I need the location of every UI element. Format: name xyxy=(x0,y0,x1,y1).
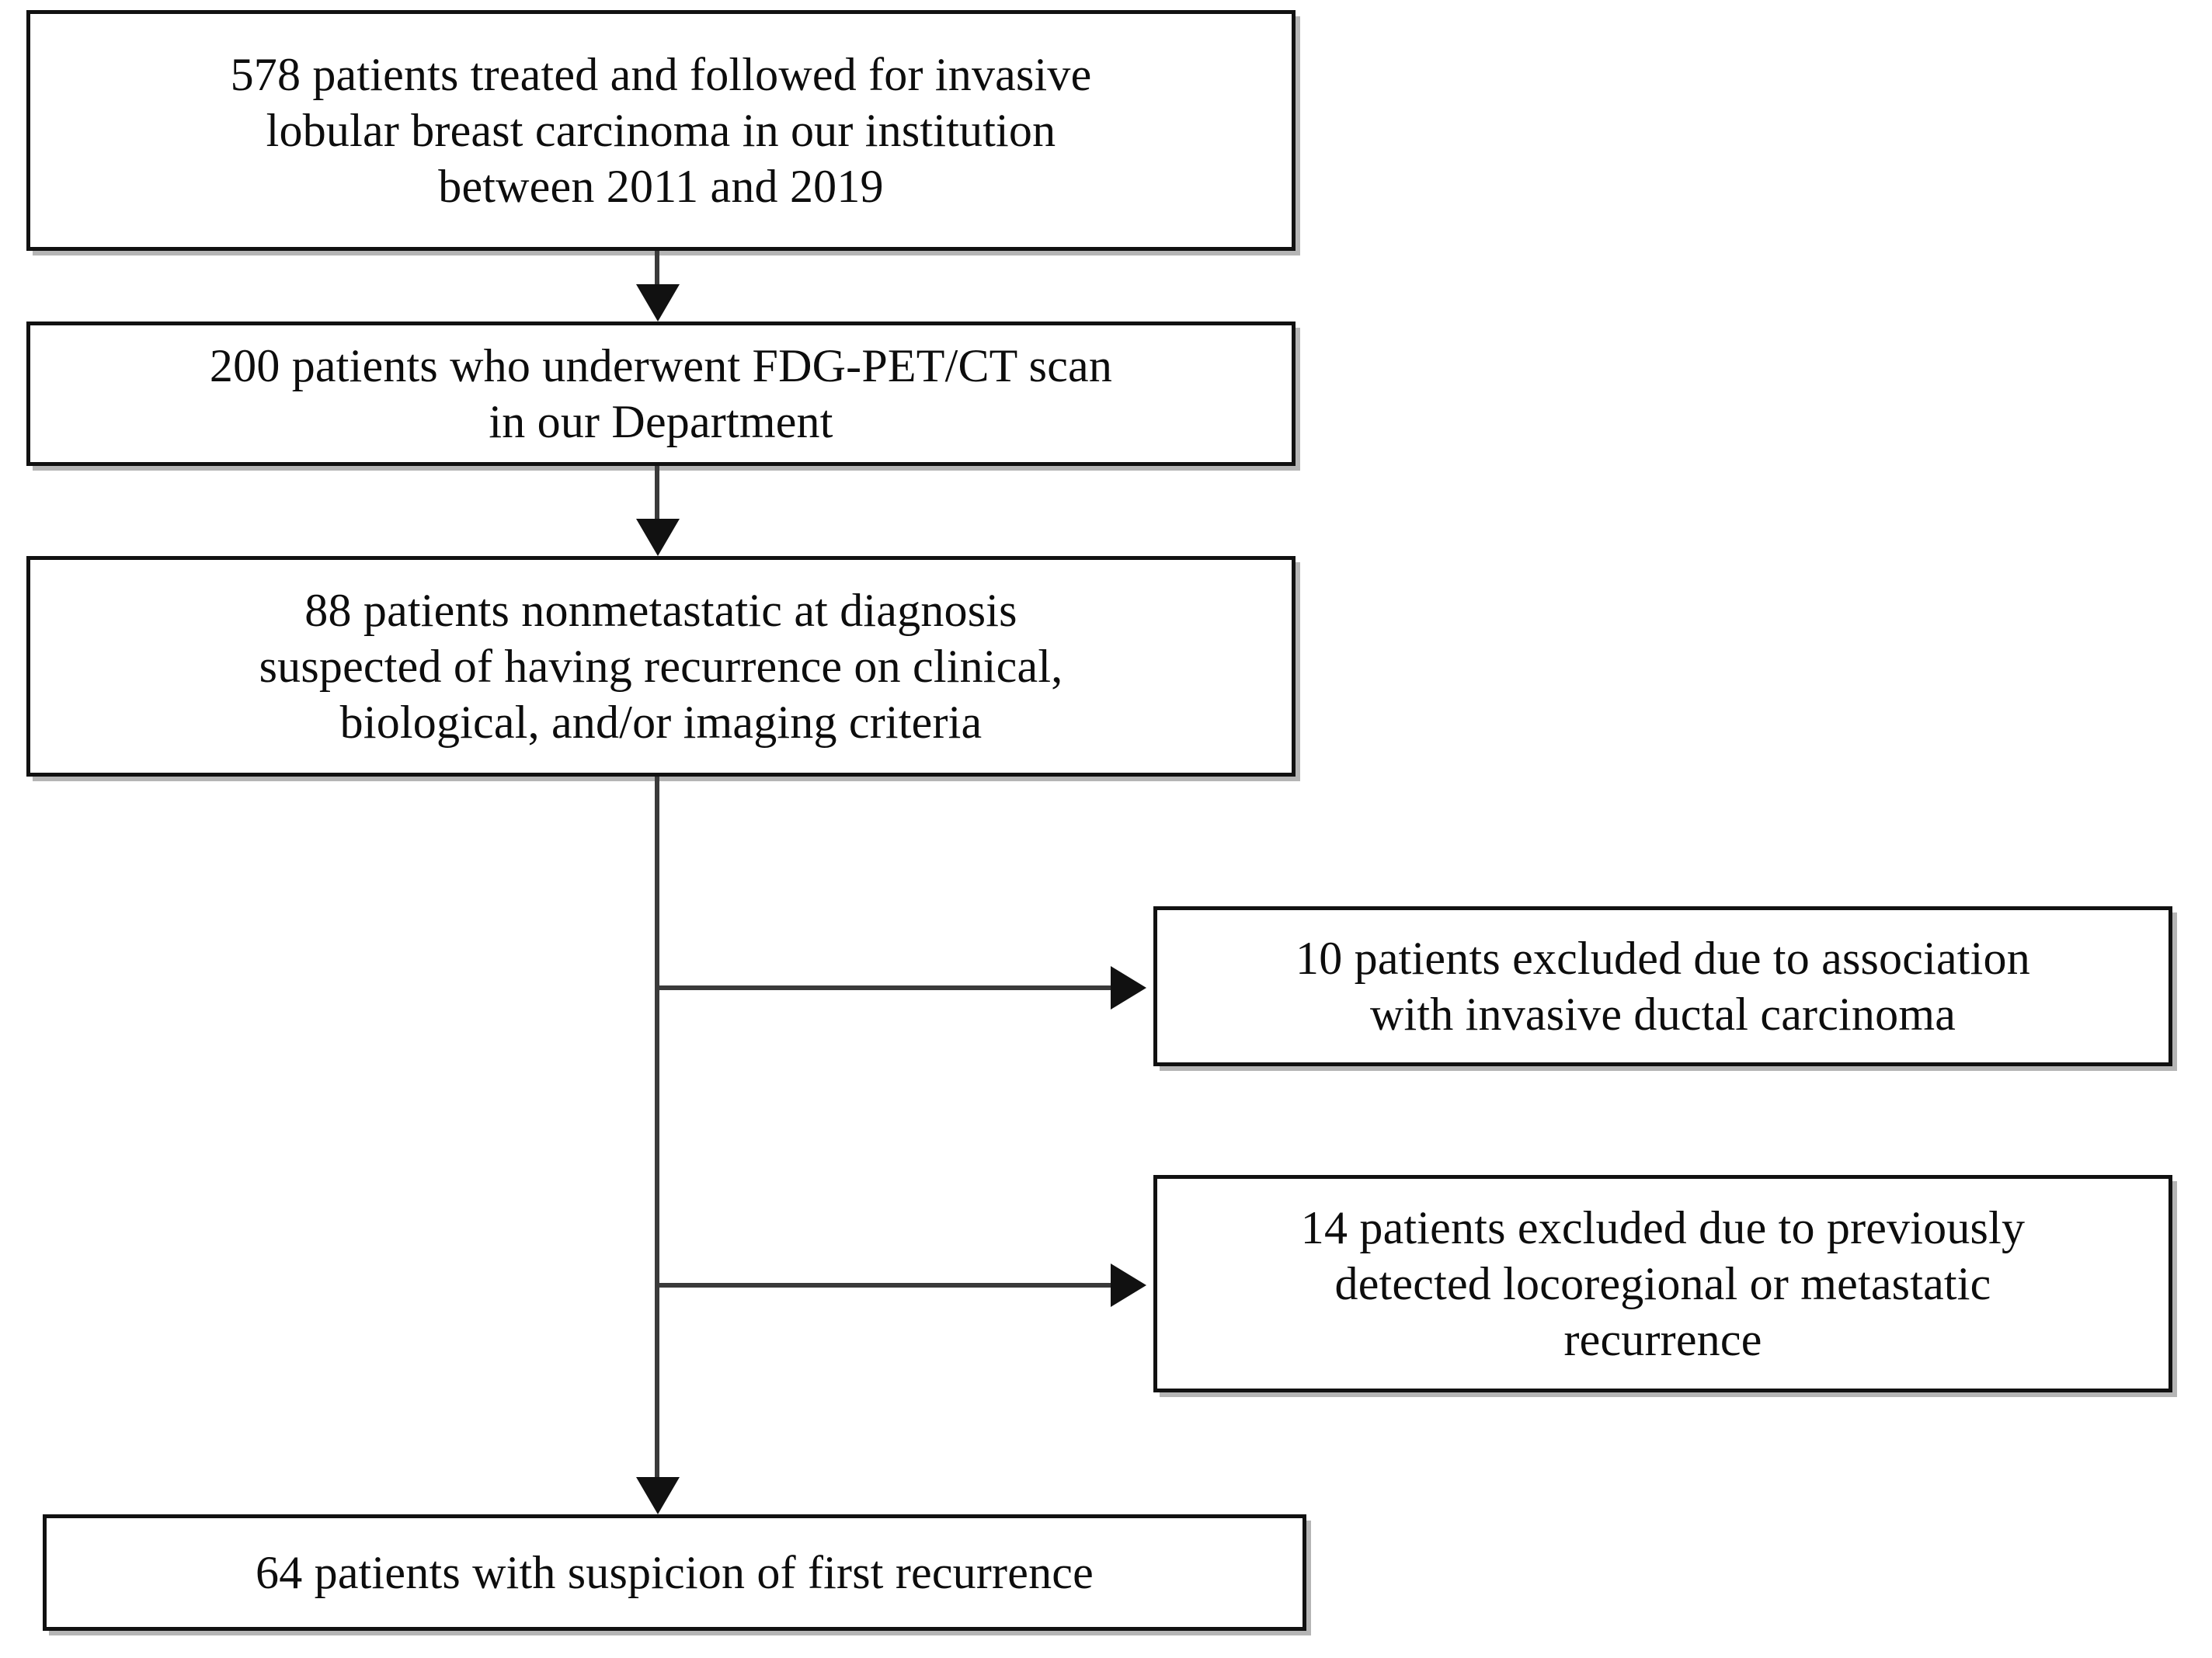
connector-excluded-ductal-line xyxy=(659,985,1114,990)
flow-node-nonmetastatic-label: 88 patients nonmetastatic at diagnosis s… xyxy=(259,585,1063,748)
flow-node-final: 64 patients with suspicion of first recu… xyxy=(43,1514,1306,1631)
flow-node-petct: 200 patients who underwent FDG-PET/CT sc… xyxy=(26,322,1296,466)
flow-node-cohort-label: 578 patients treated and followed for in… xyxy=(230,49,1092,212)
arrow-down-icon-petct-to-nonmetastatic xyxy=(636,519,680,556)
arrow-down-icon-cohort-to-petct xyxy=(636,284,680,322)
flow-node-excluded-ductal-label: 10 patients excluded due to association … xyxy=(1296,933,2030,1040)
flow-node-nonmetastatic: 88 patients nonmetastatic at diagnosis s… xyxy=(26,556,1296,777)
arrow-right-icon-excluded-ductal xyxy=(1111,966,1146,1010)
flow-node-excluded-prior-recurrence: 14 patients excluded due to previously d… xyxy=(1153,1175,2172,1392)
flow-node-excluded-ductal: 10 patients excluded due to association … xyxy=(1153,906,2172,1066)
connector-excluded-prior-line xyxy=(659,1283,1114,1288)
connector-petct-to-nonmetastatic-line xyxy=(655,466,659,520)
connector-cohort-to-petct-line xyxy=(655,251,659,294)
flow-node-excluded-prior-recurrence-label: 14 patients excluded due to previously d… xyxy=(1300,1202,2026,1365)
flow-node-petct-label: 200 patients who underwent FDG-PET/CT sc… xyxy=(209,340,1113,447)
arrow-right-icon-excluded-prior xyxy=(1111,1263,1146,1307)
arrow-down-icon-nonmetastatic-to-final xyxy=(636,1477,680,1514)
connector-main-trunk-line xyxy=(655,777,659,1491)
flow-node-cohort: 578 patients treated and followed for in… xyxy=(26,10,1296,251)
flow-node-final-label: 64 patients with suspicion of first recu… xyxy=(256,1547,1094,1598)
